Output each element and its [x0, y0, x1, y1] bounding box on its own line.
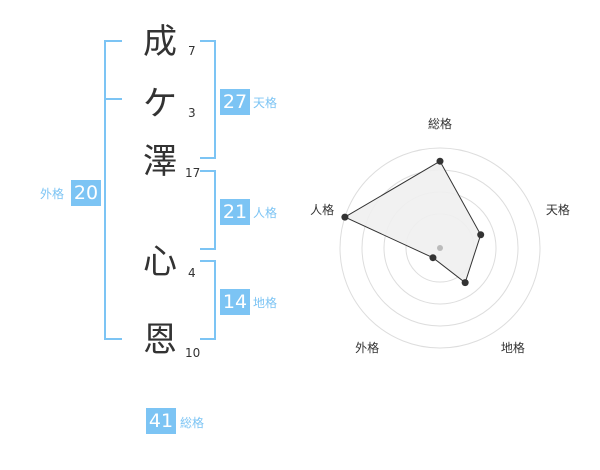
stroke-count-3: 17 [185, 166, 201, 180]
tenkaku-label: 天格 [253, 96, 278, 110]
name-char-3: 澤 [143, 142, 177, 182]
radar-center [437, 245, 443, 251]
tenkaku-score: 27 [220, 89, 250, 115]
radar-axis-label-5: 人格 [310, 202, 335, 217]
jinkaku-bracket [200, 170, 216, 250]
stroke-count-1: 7 [188, 44, 196, 58]
radar-point-4 [429, 254, 437, 262]
soukaku-label: 総格 [180, 416, 205, 430]
radar-axis-label-3: 地格 [500, 341, 525, 356]
chikaku-label: 地格 [253, 296, 278, 310]
radar-polygon [343, 160, 482, 284]
gaikaku-score: 20 [71, 180, 101, 206]
name-char-4: 心 [143, 242, 177, 282]
radar-point-2 [477, 231, 485, 239]
jinkaku-label: 人格 [253, 206, 278, 220]
radar-point-1 [436, 157, 444, 165]
name-char-2: ケ [143, 84, 177, 124]
gaikaku-label: 外格 [40, 187, 65, 201]
radar-axis-label-2: 天格 [545, 202, 570, 217]
stroke-count-4: 4 [188, 266, 196, 280]
chikaku-score: 14 [220, 289, 250, 315]
jinkaku-score: 21 [220, 199, 250, 225]
gaikaku-bracket-tick [104, 98, 122, 100]
radar-axis-label-1: 総格 [428, 117, 453, 131]
soukaku-score: 41 [146, 408, 176, 434]
gaikaku-bracket [104, 40, 122, 340]
stroke-count-5: 10 [185, 346, 201, 360]
chikaku-bracket [200, 260, 216, 340]
stroke-count-2: 3 [188, 106, 196, 120]
name-char-5: 恩 [143, 320, 177, 360]
radar-point-5 [341, 213, 349, 221]
tenkaku-bracket [200, 40, 216, 159]
name-char-1: 成 [143, 22, 177, 62]
radar-point-3 [461, 279, 469, 287]
radar-axis-label-4: 外格 [355, 341, 380, 356]
radar-grid-ring [339, 147, 541, 349]
